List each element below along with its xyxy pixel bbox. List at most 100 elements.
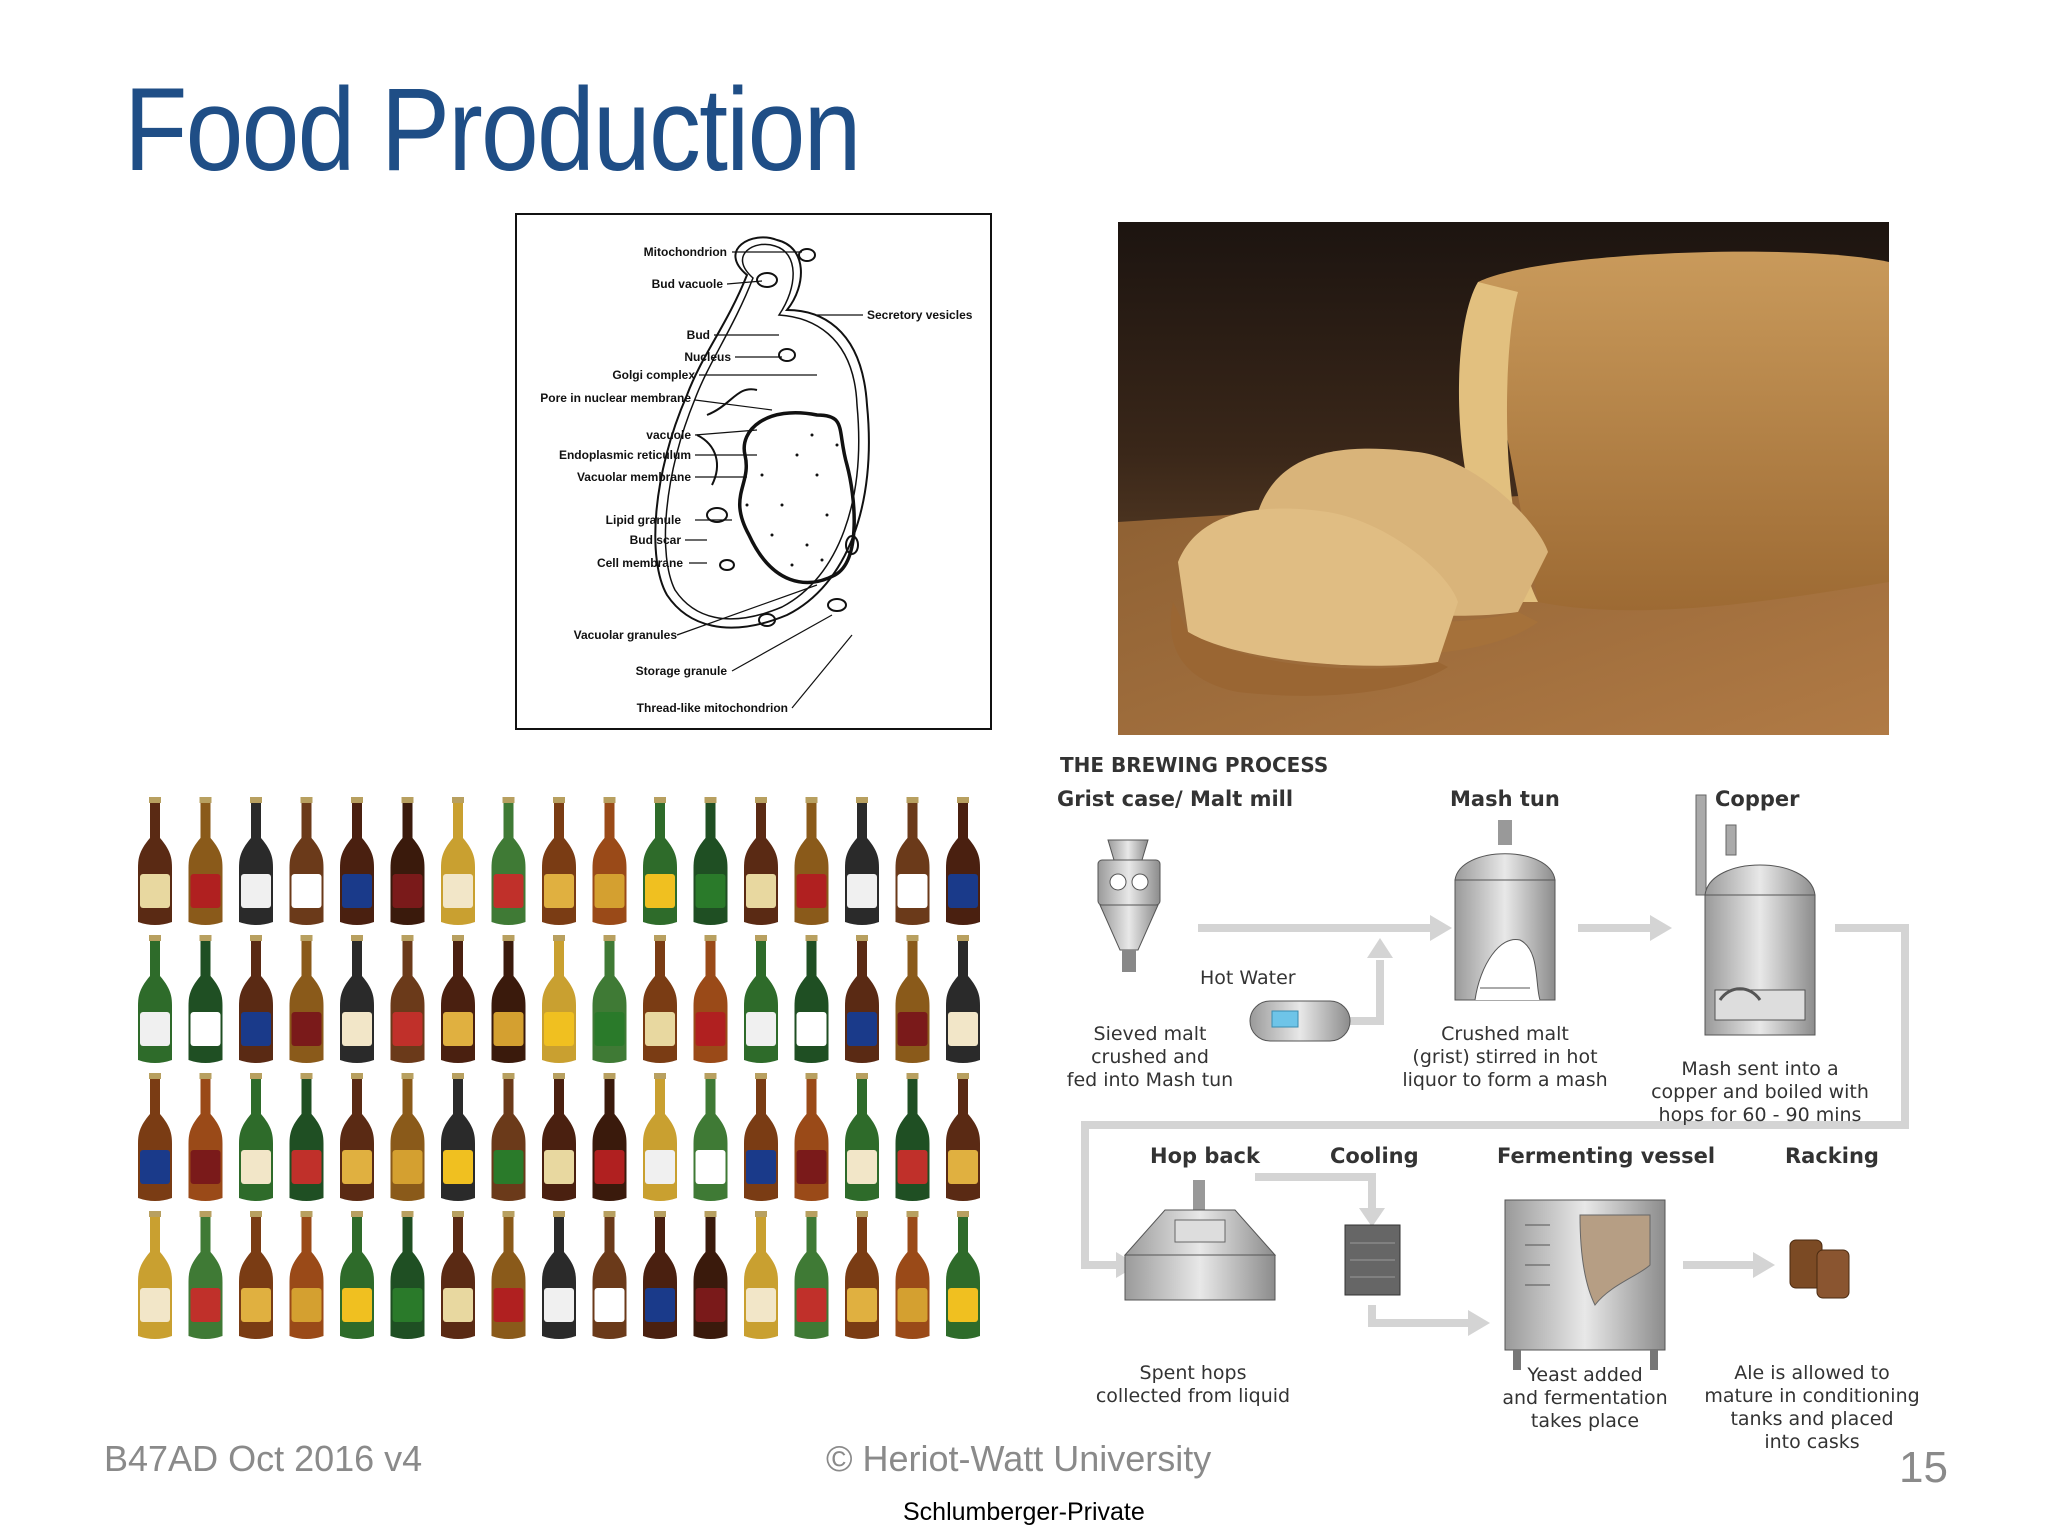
stage-copper: Copper xyxy=(1715,787,1800,811)
beer-bottle xyxy=(340,797,374,925)
label-bud-scar: Bud scar xyxy=(630,533,682,547)
beer-bottle xyxy=(693,1211,728,1339)
beer-bottle xyxy=(845,797,879,925)
beer-bottle xyxy=(946,1211,980,1339)
label-vacuolar-membrane: Vacuolar membrane xyxy=(577,470,691,484)
label-lipid-granule: Lipid granule xyxy=(606,513,682,527)
page-number: 15 xyxy=(1899,1443,1948,1492)
stage-cooling: Cooling xyxy=(1330,1144,1419,1168)
copper-kettle-icon xyxy=(1695,794,1816,1036)
beer-bottle xyxy=(794,797,829,925)
desc-ferment-2: and fermentation xyxy=(1502,1387,1667,1409)
desc-ferment-1: Yeast added xyxy=(1526,1364,1642,1386)
yeast-cell-diagram: Mitochondrion Bud vacuole Bud Nucleus Go… xyxy=(515,213,992,730)
desc-mash-2: (grist) stirred in hot xyxy=(1412,1046,1597,1068)
beer-bottle xyxy=(289,797,324,925)
desc-mash-1: Crushed malt xyxy=(1441,1023,1569,1045)
beer-bottle xyxy=(895,1073,930,1201)
beer-bottle xyxy=(441,935,475,1063)
desc-hop-1: Spent hops xyxy=(1140,1362,1247,1384)
beer-bottle xyxy=(390,797,425,925)
beer-bottle xyxy=(592,935,627,1063)
stage-racking: Racking xyxy=(1785,1144,1879,1168)
beer-bottle xyxy=(390,935,425,1063)
label-cell-membrane: Cell membrane xyxy=(597,556,683,570)
beer-bottle xyxy=(491,797,526,925)
beer-bottle xyxy=(441,1073,475,1201)
label-endoplasmic-reticulum: Endoplasmic reticulum xyxy=(559,448,691,462)
label-nucleus: Nucleus xyxy=(684,350,731,364)
footer-copyright: © Heriot-Watt University xyxy=(826,1438,1212,1479)
beer-bottle xyxy=(845,935,879,1063)
beer-bottle xyxy=(895,1211,930,1339)
desc-racking-4: into casks xyxy=(1764,1431,1859,1450)
beer-bottle xyxy=(592,1211,627,1339)
desc-mash-3: liquor to form a mash xyxy=(1402,1069,1607,1091)
beer-bottle xyxy=(491,1211,526,1339)
beer-bottle xyxy=(138,935,172,1063)
beer-bottle xyxy=(744,935,778,1063)
desc-racking-1: Ale is allowed to xyxy=(1734,1362,1889,1384)
mash-tun-icon xyxy=(1454,820,1556,1001)
beer-bottle xyxy=(744,1211,778,1339)
desc-ferment-3: takes place xyxy=(1531,1410,1639,1432)
stage-fermenting-vessel: Fermenting vessel xyxy=(1497,1144,1715,1168)
beer-bottle xyxy=(946,935,980,1063)
beer-bottle xyxy=(542,935,576,1063)
beer-bottle xyxy=(693,935,728,1063)
beer-bottle xyxy=(542,1073,576,1201)
beer-bottle xyxy=(895,797,930,925)
beer-bottle xyxy=(794,935,829,1063)
beer-bottle xyxy=(390,1211,425,1339)
brewing-heading: THE BREWING PROCESS xyxy=(1060,753,1328,777)
beer-bottle xyxy=(289,1211,324,1339)
desc-copper-3: hops for 60 - 90 mins xyxy=(1659,1104,1862,1126)
label-bud: Bud xyxy=(687,328,710,342)
slide-title: Food Production xyxy=(124,64,861,196)
beer-bottle xyxy=(946,797,980,925)
label-vacuolar-granules: Vacuolar granules xyxy=(574,628,678,642)
desc-grist-3: fed into Mash tun xyxy=(1067,1069,1233,1091)
beer-bottle xyxy=(794,1073,829,1201)
beer-bottle xyxy=(441,1211,475,1339)
beer-bottle xyxy=(592,797,627,925)
hop-back-icon xyxy=(1123,1180,1277,1301)
beer-bottle xyxy=(643,797,677,925)
beer-bottle xyxy=(845,1073,879,1201)
beer-bottle xyxy=(239,797,273,925)
beer-bottle xyxy=(643,1211,677,1339)
beer-bottle xyxy=(542,1211,576,1339)
beer-bottle xyxy=(441,797,475,925)
label-bud-vacuole: Bud vacuole xyxy=(652,277,724,291)
stage-hop-back: Hop back xyxy=(1150,1144,1261,1168)
label-storage-granule: Storage granule xyxy=(636,664,728,678)
desc-hop-2: collected from liquid xyxy=(1096,1385,1290,1407)
malt-mill-icon xyxy=(1097,839,1161,972)
desc-copper-1: Mash sent into a xyxy=(1681,1058,1838,1080)
desc-racking-2: mature in conditioning xyxy=(1704,1385,1919,1407)
desc-grist-1: Sieved malt xyxy=(1094,1023,1207,1045)
label-secretory-vesicles: Secretory vesicles xyxy=(867,308,973,322)
label-golgi-complex: Golgi complex xyxy=(612,368,695,382)
beer-bottle xyxy=(592,1073,627,1201)
beer-bottle xyxy=(895,935,930,1063)
footer-course-code: B47AD Oct 2016 v4 xyxy=(104,1438,423,1479)
beer-bottle xyxy=(744,1073,778,1201)
classification-label: Schlumberger-Private xyxy=(903,1498,1145,1526)
beer-bottle xyxy=(744,797,778,925)
beer-bottle xyxy=(239,1211,273,1339)
beer-bottle xyxy=(289,935,324,1063)
desc-racking-3: tanks and placed xyxy=(1730,1408,1893,1430)
beer-bottle xyxy=(289,1073,324,1201)
bread-photo xyxy=(1118,222,1889,735)
beer-bottles-photo xyxy=(130,790,992,1345)
beer-bottle xyxy=(491,1073,526,1201)
beer-bottle xyxy=(138,1211,172,1339)
desc-copper-2: copper and boiled with xyxy=(1651,1081,1869,1103)
beer-bottle xyxy=(693,797,728,925)
beer-bottle xyxy=(188,1073,223,1201)
cooler-icon xyxy=(1344,1224,1401,1296)
beer-bottle xyxy=(138,797,172,925)
hot-water-label: Hot Water xyxy=(1200,967,1296,989)
beer-bottle xyxy=(340,935,374,1063)
